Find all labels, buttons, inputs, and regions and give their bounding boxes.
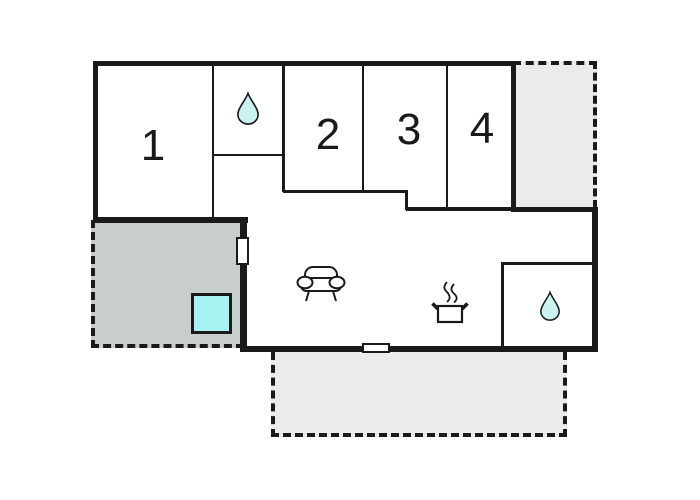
wall-bath2-left — [501, 262, 504, 348]
wall-living-left — [240, 217, 247, 352]
water-drop-icon — [237, 92, 259, 125]
room-1-label: 1 — [140, 121, 166, 170]
patio-door-marker — [362, 343, 390, 353]
wall-rooms23-bottom — [283, 190, 407, 193]
terrace-top-right — [513, 61, 597, 208]
room-3-label: 3 — [396, 105, 422, 154]
wall-left — [93, 61, 98, 222]
terrace-bottom — [271, 352, 567, 437]
room-2-label: 2 — [315, 110, 341, 159]
wall-hall-room2 — [282, 66, 285, 192]
cooking-pot-icon — [431, 280, 471, 326]
room-4-label: 4 — [469, 104, 495, 153]
hot-tub-square — [191, 293, 232, 334]
wall-room2-room3 — [362, 66, 364, 192]
sofa-icon — [296, 264, 346, 304]
wall-room1-bottom — [93, 217, 248, 223]
terrace-door-marker — [236, 237, 249, 265]
water-drop-icon — [540, 290, 560, 322]
wall-right — [592, 207, 598, 352]
wall-room3-room4 — [446, 66, 448, 209]
wall-step — [405, 190, 408, 210]
spa-terrace — [91, 220, 244, 348]
wall-room4-bottom — [406, 207, 513, 211]
wall-top — [93, 61, 516, 66]
wall-bath1-bottom — [212, 154, 283, 156]
wall-extension-top — [513, 207, 598, 212]
wall-bottom — [240, 346, 598, 352]
wall-bath2-top — [501, 262, 594, 265]
wall-room1-hall — [212, 66, 214, 217]
wall-bedrooms-right — [511, 61, 516, 212]
